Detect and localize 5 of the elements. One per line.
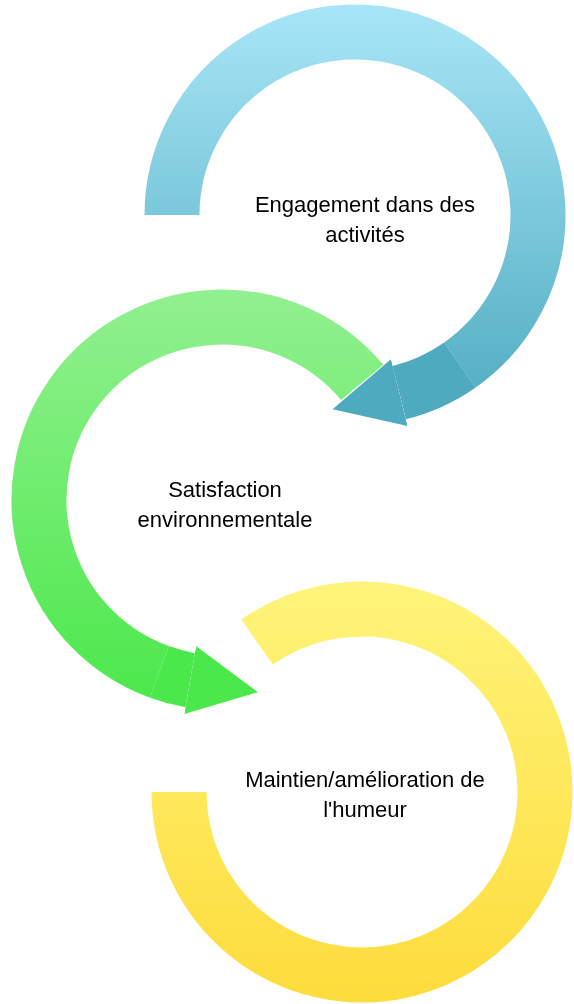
node-label: Engagement dans des activités [253, 191, 477, 249]
curved-arrow [333, 341, 475, 426]
curved-arrow [150, 645, 258, 714]
node-label: Maintien/amélioration de l'humeur [244, 766, 486, 824]
node-label: Satisfaction environnementale [136, 476, 314, 534]
